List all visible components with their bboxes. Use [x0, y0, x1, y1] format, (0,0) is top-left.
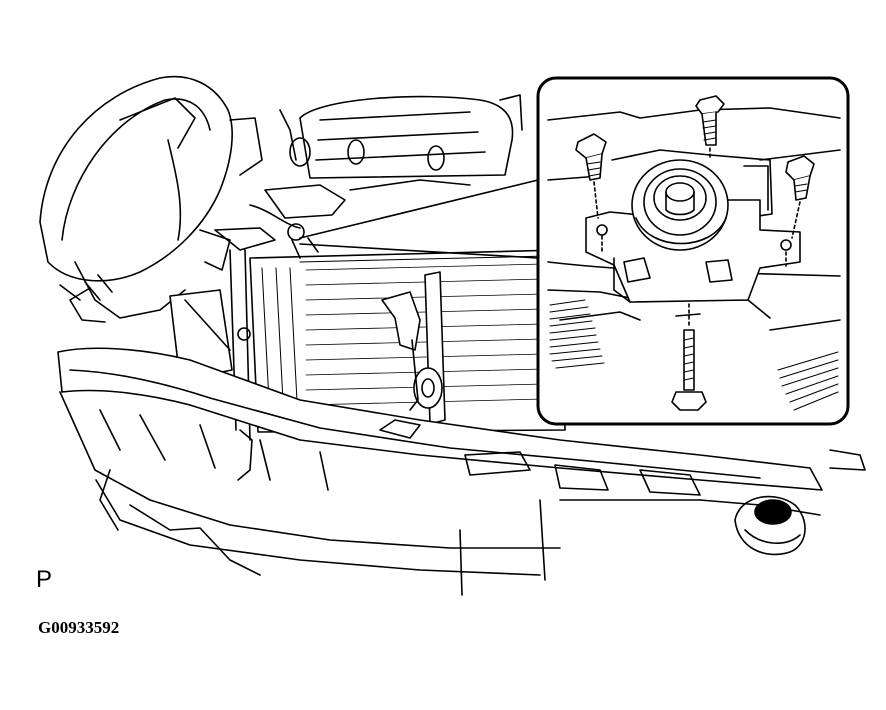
bolt-icon	[671, 303, 707, 411]
mount-bushing	[631, 159, 729, 251]
hatching-right	[777, 351, 839, 411]
lower-body	[95, 449, 866, 596]
tow-hole-cover	[734, 495, 806, 556]
bolt-icon	[785, 155, 815, 239]
corner-mark: P	[36, 566, 53, 593]
bumper-reinforcement	[57, 347, 823, 549]
figure-id: G00933592	[38, 618, 120, 637]
radiator-support-left	[169, 229, 251, 381]
callout-leader	[299, 179, 539, 259]
horn-assembly	[381, 271, 446, 425]
bolt-icon	[695, 95, 725, 161]
hatching-left	[549, 299, 605, 369]
fender-outline	[39, 75, 233, 323]
engine-components	[214, 94, 523, 259]
bolt-icon	[575, 133, 607, 219]
callout-detail-box	[536, 76, 850, 426]
